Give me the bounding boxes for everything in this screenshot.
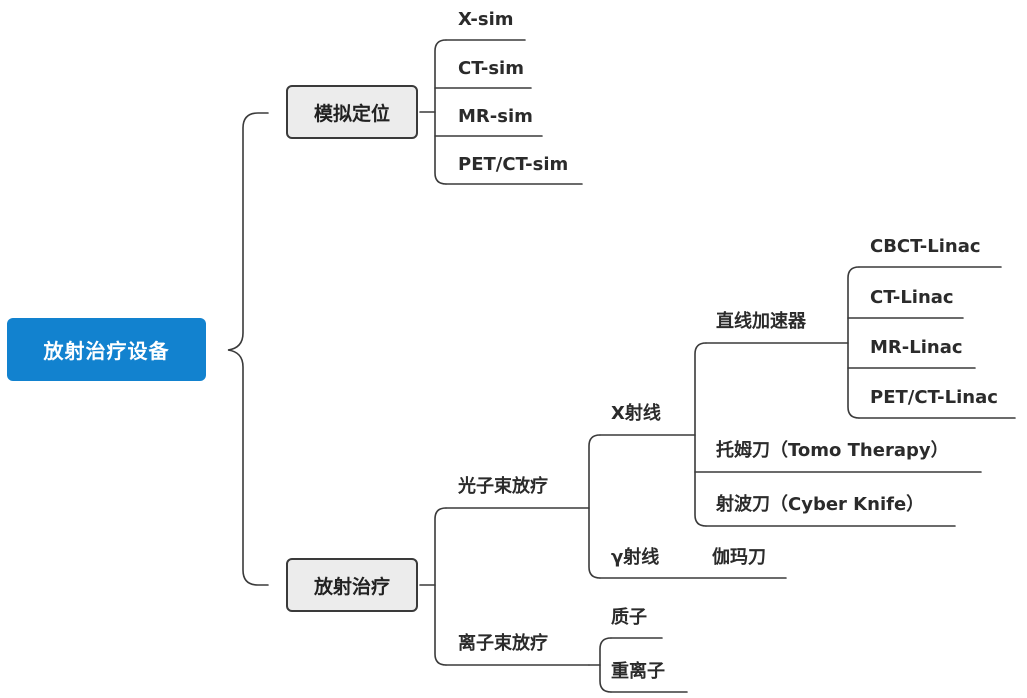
branch-simulation-node[interactable]: 模拟定位 bbox=[286, 85, 418, 139]
root-brace bbox=[227, 112, 269, 586]
photon-spine bbox=[588, 434, 601, 579]
root-node[interactable]: 放射治疗设备 bbox=[7, 318, 206, 381]
leaf-cbct-linac[interactable]: CBCT-Linac bbox=[870, 236, 981, 257]
leaf-gamma-knife[interactable]: 伽玛刀 bbox=[712, 547, 766, 568]
leaf-ct-sim[interactable]: CT-sim bbox=[458, 58, 524, 79]
leaf-petct-linac[interactable]: PET/CT-Linac bbox=[870, 387, 998, 408]
leaf-cyber-knife[interactable]: 射波刀（Cyber Knife） bbox=[716, 494, 925, 515]
leaf-proton[interactable]: 质子 bbox=[611, 607, 647, 628]
leaf-petct-sim[interactable]: PET/CT-sim bbox=[458, 154, 569, 175]
branch2-spine bbox=[434, 507, 447, 666]
branch-radiotherapy-node[interactable]: 放射治疗 bbox=[286, 558, 418, 612]
leaf-mr-sim[interactable]: MR-sim bbox=[458, 106, 533, 127]
leaf-heavy-ion[interactable]: 重离子 bbox=[611, 661, 665, 682]
leaf-x-sim[interactable]: X-sim bbox=[458, 9, 514, 30]
xray-node[interactable]: X射线 bbox=[611, 403, 661, 424]
ion-beam-node[interactable]: 离子束放疗 bbox=[458, 633, 548, 654]
ion-spine bbox=[599, 637, 612, 693]
linac-node[interactable]: 直线加速器 bbox=[716, 311, 806, 332]
leaf-ct-linac[interactable]: CT-Linac bbox=[870, 287, 954, 308]
branch1-spine bbox=[434, 39, 447, 185]
gamma-node[interactable]: γ射线 bbox=[611, 547, 660, 568]
linac-spine bbox=[847, 266, 860, 419]
leaf-mr-linac[interactable]: MR-Linac bbox=[870, 337, 963, 358]
photon-beam-node[interactable]: 光子束放疗 bbox=[458, 476, 548, 497]
leaf-tomo-therapy[interactable]: 托姆刀（Tomo Therapy） bbox=[716, 440, 949, 461]
xray-spine bbox=[694, 342, 707, 527]
